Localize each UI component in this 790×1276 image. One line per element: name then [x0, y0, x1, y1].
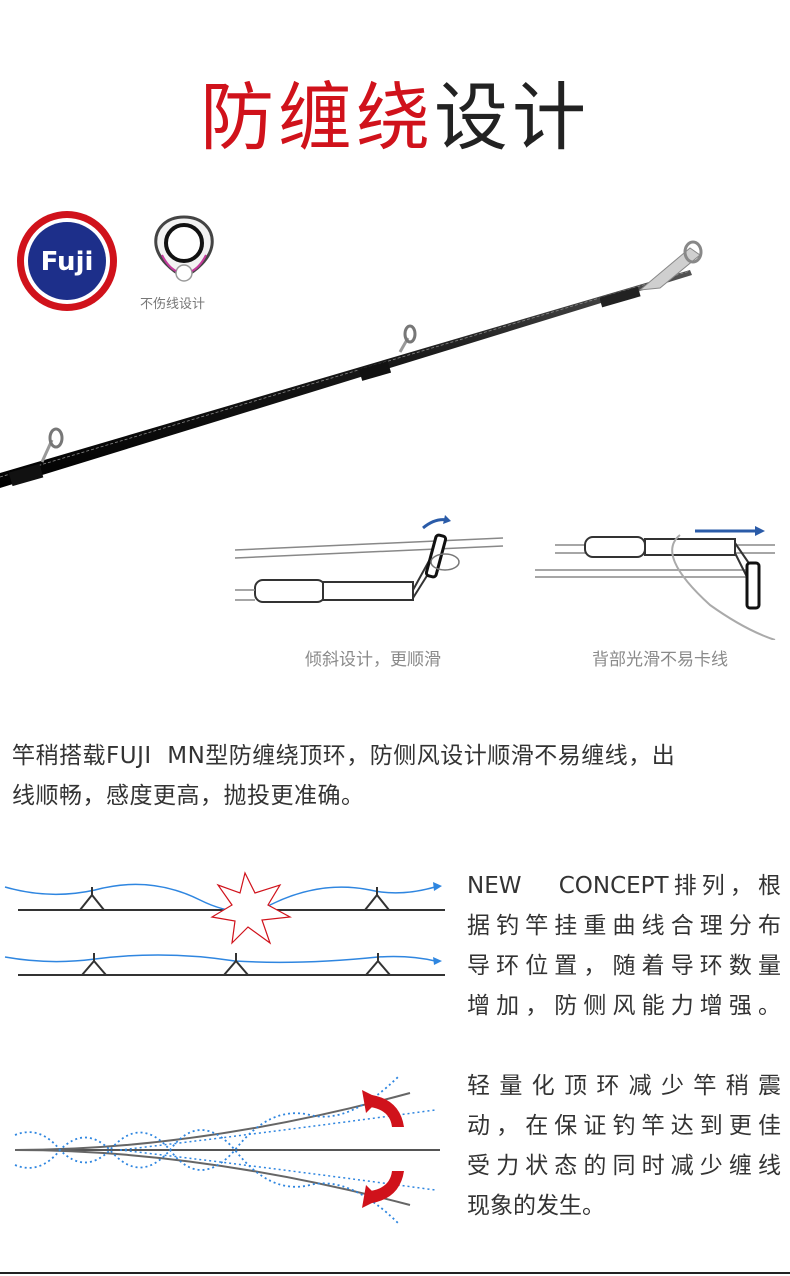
page-title: 防缠绕设计	[0, 70, 790, 166]
lightweight-description: 轻量化顶环减少竿稍震 动，在保证钓竿达到更佳 受力状态的同时减少缠线 现象的发生…	[467, 1066, 781, 1226]
tip-description-line-1: 竿稍搭载FUJI MN型防缠绕顶环，防侧风设计顺滑不易缠线，出	[12, 743, 676, 769]
back-caption: 背部光滑不易卡线	[592, 650, 728, 670]
title-red-part: 防缠绕	[200, 75, 434, 161]
title-dark-part: 设计	[434, 75, 590, 161]
tip-description: 竿稍搭载FUJI MN型防缠绕顶环，防侧风设计顺滑不易缠线，出 线顺畅，感度更高…	[12, 736, 782, 816]
guide-spacing-diagram	[4, 871, 445, 976]
light-line-2: 动，在保证钓竿达到更佳	[467, 1113, 781, 1139]
light-line-3: 受力状态的同时减少缠线	[467, 1153, 781, 1179]
fuji-logo: Fuji	[17, 211, 117, 311]
fishing-rod-illustration	[0, 240, 703, 488]
tilt-caption: 倾斜设计，更顺滑	[305, 650, 441, 670]
light-line-1: 轻量化顶环减少竿稍震	[467, 1073, 781, 1099]
bottom-divider	[0, 1272, 790, 1274]
guide-ring-icon	[154, 215, 214, 282]
new-concept-description: NEW CONCEPT排列，根 据钓竿挂重曲线合理分布 导环位置，随着导环数量 …	[467, 866, 781, 1026]
smooth-back-diagram	[535, 526, 776, 640]
light-line-4: 现象的发生。	[467, 1193, 605, 1219]
fuji-logo-text: Fuji	[41, 247, 94, 277]
concept-line-4: 增加，防侧风能力增强。	[467, 993, 781, 1019]
tip-description-line-2: 线顺畅，感度更高，抛投更准确。	[12, 783, 365, 809]
tilt-guide-diagram	[235, 515, 504, 603]
concept-line-1: NEW CONCEPT排列，根	[467, 873, 781, 899]
tip-vibration-diagram	[14, 1074, 440, 1226]
guide-caption: 不伤线设计	[140, 297, 206, 312]
concept-line-3: 导环位置，随着导环数量	[467, 953, 781, 979]
concept-line-2: 据钓竿挂重曲线合理分布	[467, 913, 781, 939]
